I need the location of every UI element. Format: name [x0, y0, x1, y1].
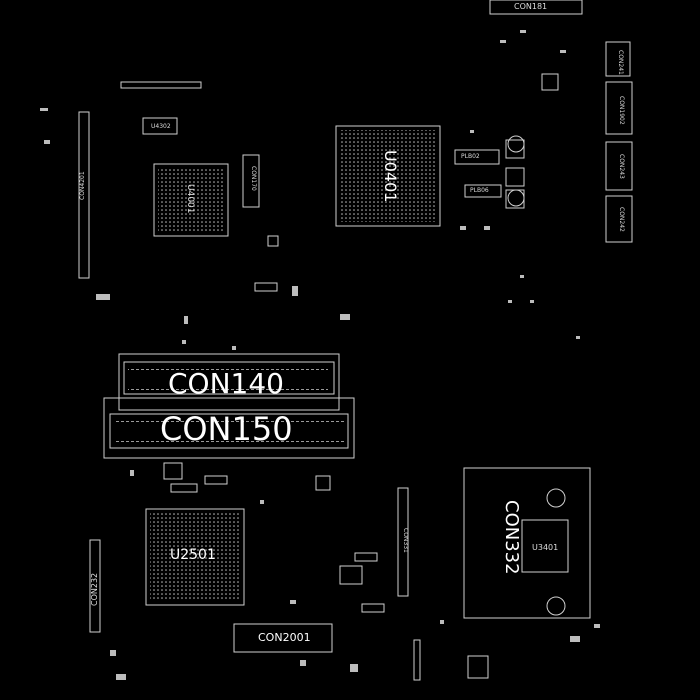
- u0401-label: U0401: [381, 150, 400, 203]
- con1902-label: CON1902: [618, 96, 625, 125]
- u4302-chip: [142, 117, 178, 135]
- con140-connector: [118, 353, 340, 411]
- u4001-chip: [153, 163, 229, 237]
- con150-connector: [103, 397, 355, 459]
- con181-connector: [489, 0, 583, 15]
- con2001-label: CON2001: [258, 631, 311, 644]
- u3401-label: U3401: [532, 543, 559, 552]
- con150-label: CON150: [160, 410, 293, 448]
- con241-label: CON241: [617, 50, 624, 75]
- con2001-connector: [233, 623, 333, 653]
- con332-label: CON332: [501, 500, 522, 575]
- con242-label: CON242: [618, 207, 625, 232]
- con170-label: CON170: [250, 166, 257, 191]
- con181-label: CON181: [514, 2, 548, 11]
- u3401-region: [463, 467, 591, 619]
- con241-connector: [605, 41, 631, 77]
- con140-label: CON140: [168, 367, 284, 400]
- con331-label: CON331: [402, 528, 409, 553]
- con4201-label: CON4201: [79, 171, 86, 200]
- plb06-part: [464, 184, 502, 198]
- u4302-label: U4302: [151, 123, 171, 130]
- u2501-chip: [145, 508, 245, 606]
- con232-label: CON232: [90, 572, 99, 606]
- plb06-label: PLB06: [470, 187, 489, 194]
- u4001-label: U4001: [185, 184, 195, 214]
- con1902-connector: [605, 81, 633, 135]
- plb02-label: PLB02: [461, 153, 480, 160]
- con242-connector: [605, 195, 633, 243]
- plb02-part: [454, 149, 500, 165]
- con232-connector: [89, 539, 101, 633]
- con170-connector: [242, 154, 260, 208]
- con4201-connector: [78, 111, 90, 279]
- con243-connector: [605, 141, 633, 191]
- u0401-chip: [335, 125, 441, 227]
- con243-label: CON243: [618, 154, 625, 179]
- u2501-label: U2501: [170, 547, 216, 563]
- con331-connector: [397, 487, 409, 597]
